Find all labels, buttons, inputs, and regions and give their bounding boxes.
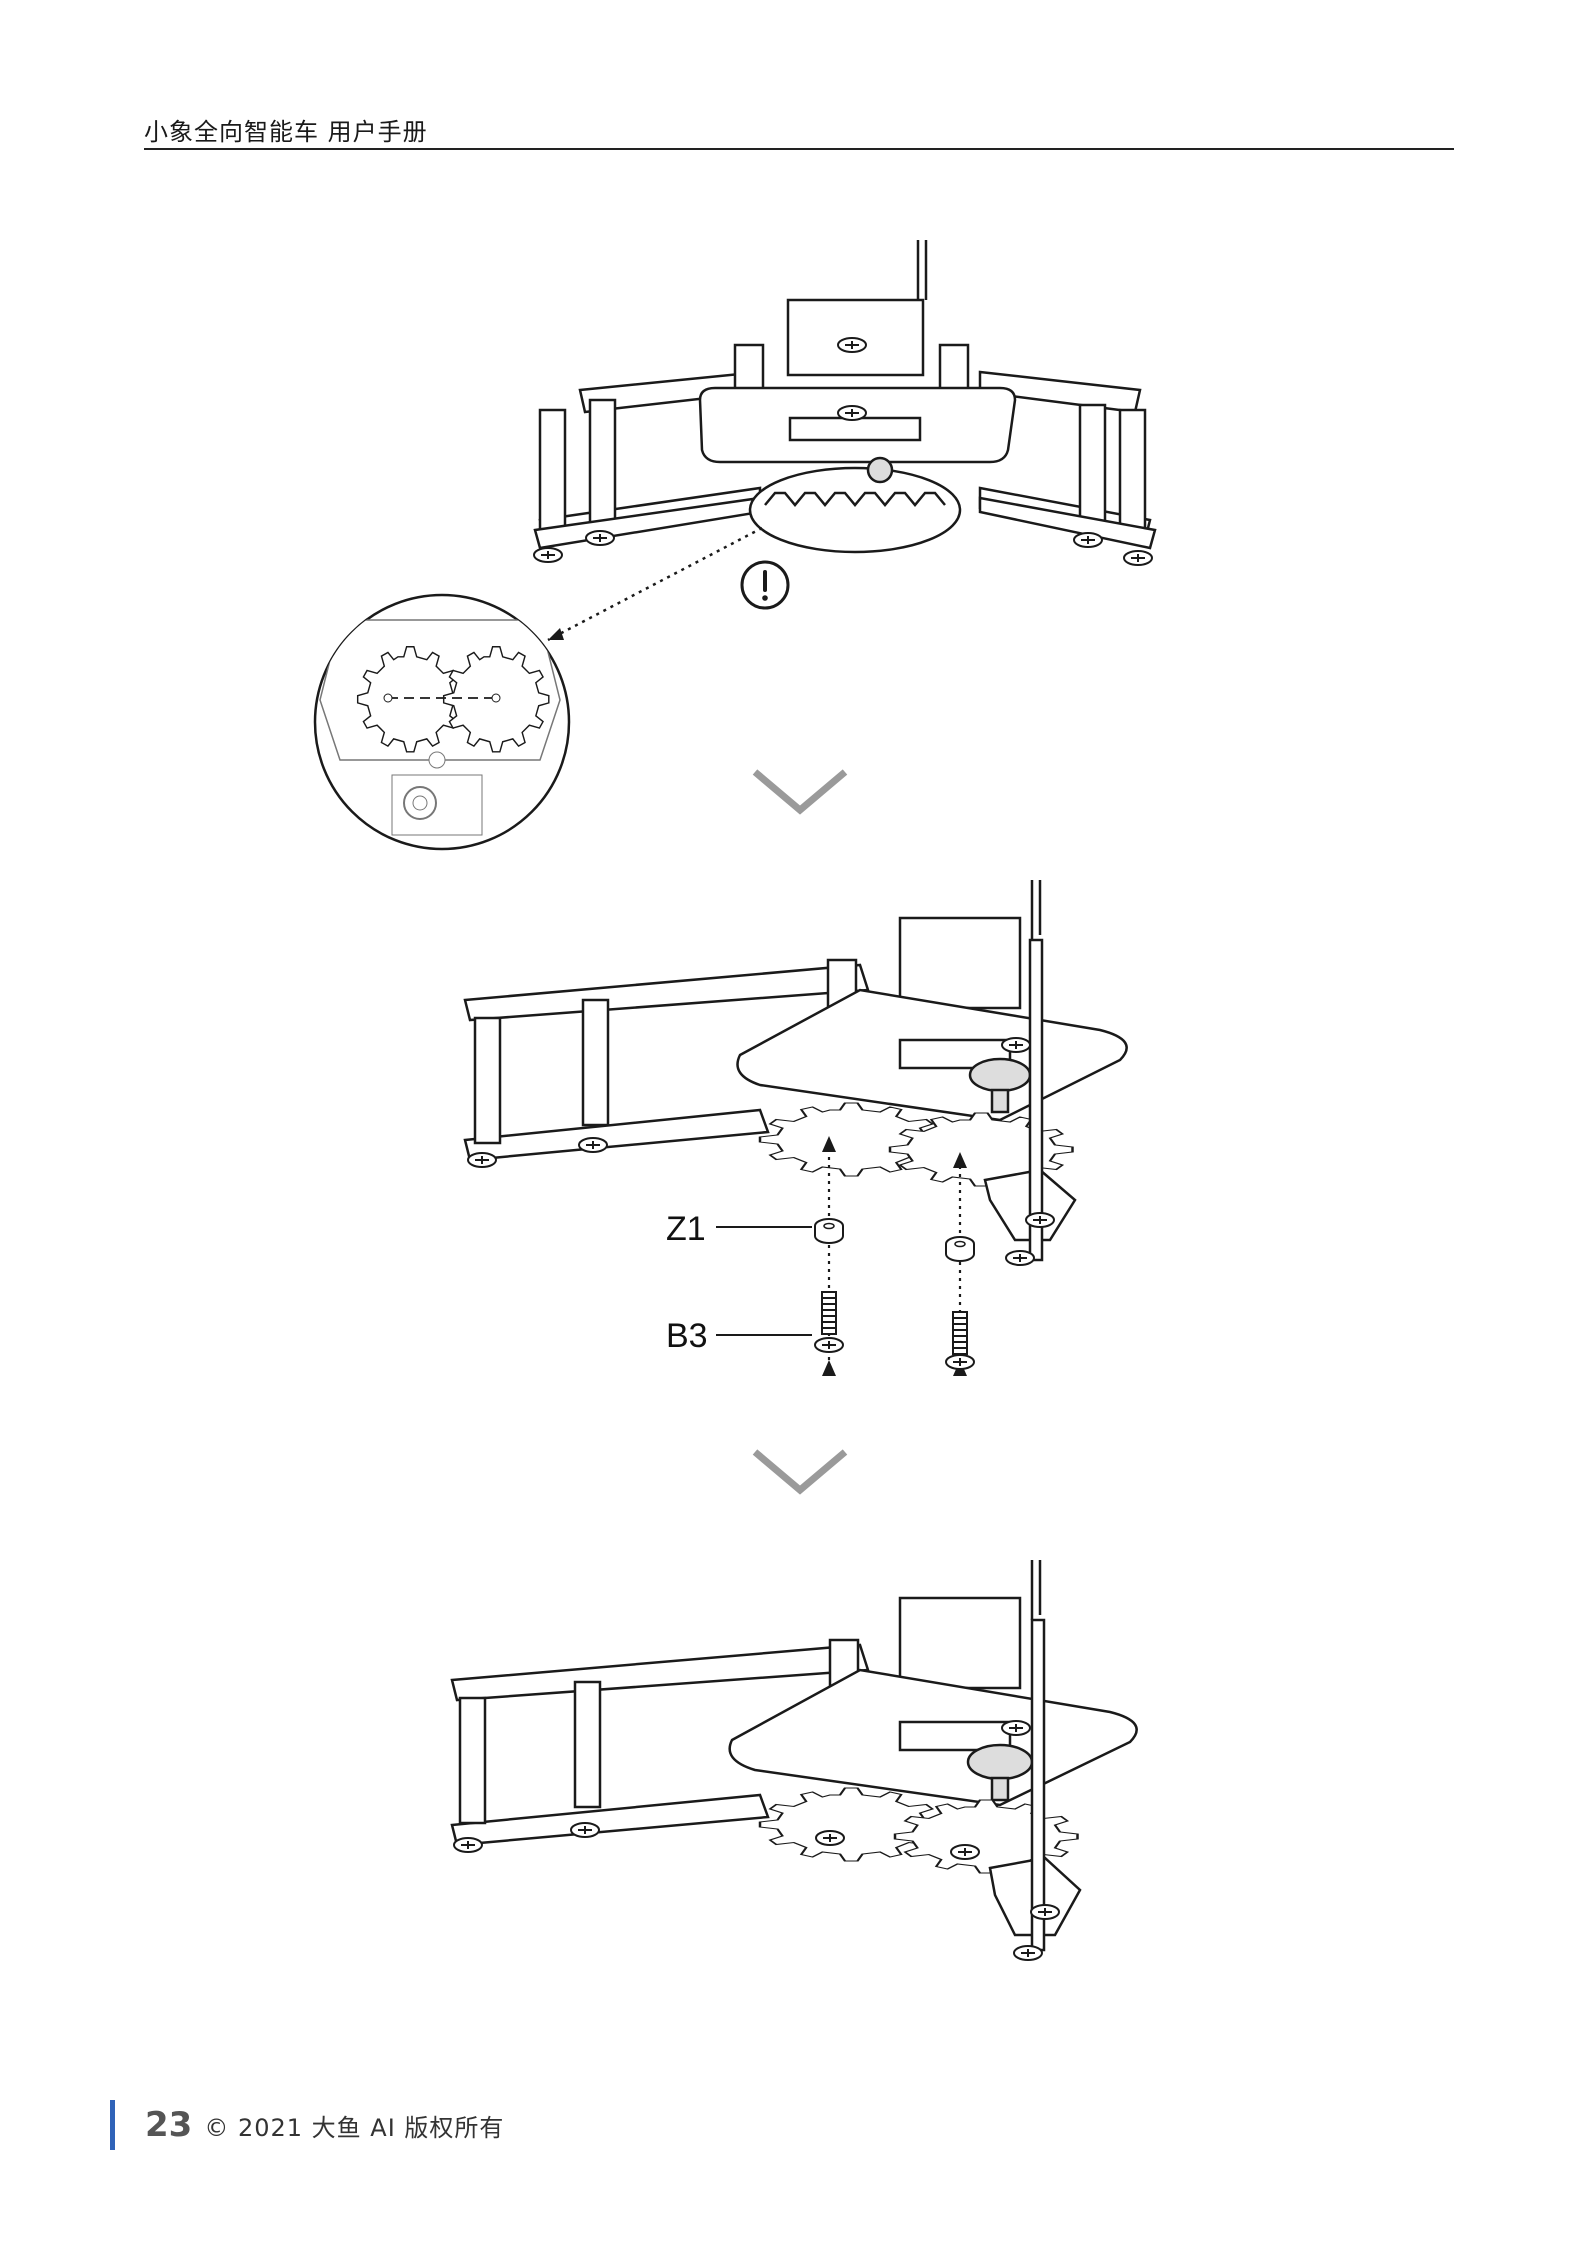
step2-bottom-rail <box>463 1108 770 1162</box>
header-title: 小象全向智能车 用户手册 <box>144 118 428 146</box>
step1-chassis-drawing <box>532 240 1157 567</box>
step2-chassis-drawing <box>463 880 1128 1267</box>
warning-icon <box>740 560 790 610</box>
label-b3: B3 <box>666 1317 708 1355</box>
page-header: 小象全向智能车 用户手册 <box>144 112 1454 150</box>
step2-top-rail <box>463 963 870 1022</box>
screw-right <box>945 1311 975 1370</box>
page-footer: 23 © 2021 大鱼 AI 版权所有 <box>110 2100 504 2150</box>
magnifier-leader <box>547 526 763 642</box>
footer-accent-bar <box>110 2100 115 2150</box>
step-chevron-1 <box>752 769 848 815</box>
header-rule <box>144 148 1454 150</box>
screw-b3 <box>814 1291 844 1353</box>
copyright-text: © 2021 大鱼 AI 版权所有 <box>204 2113 505 2142</box>
step1-left-post-1 <box>538 408 567 537</box>
step-chevron-2 <box>752 1449 848 1495</box>
label-z1: Z1 <box>666 1210 706 1248</box>
step1-gear-zone <box>748 466 962 554</box>
step3-chassis-drawing <box>450 1560 1138 1962</box>
magnifier-detail <box>313 593 571 851</box>
page-number: 23 <box>145 2105 193 2145</box>
washer-right <box>945 1236 975 1262</box>
washer-z1 <box>814 1218 844 1244</box>
